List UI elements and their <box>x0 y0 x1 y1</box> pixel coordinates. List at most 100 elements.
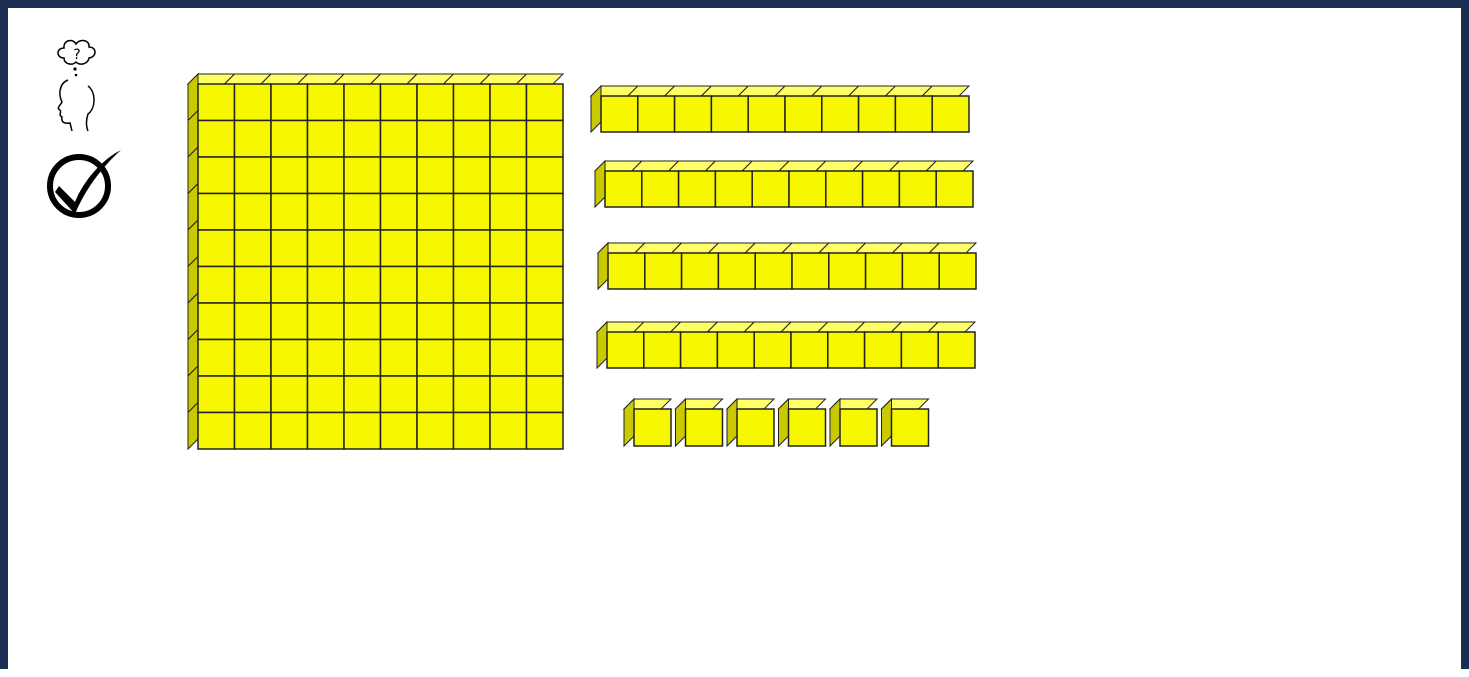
flat-unit-face <box>198 303 235 340</box>
flat-unit-face <box>198 267 235 304</box>
rod-unit-face <box>644 332 681 368</box>
flat-unit-face <box>198 121 235 158</box>
flat-unit-face <box>271 230 308 267</box>
flat-unit-face <box>198 413 235 450</box>
flat-unit-face <box>308 376 345 413</box>
flat-unit-face <box>417 376 454 413</box>
rod-unit-face <box>608 253 645 289</box>
flat-unit-face <box>344 194 381 231</box>
flat-unit-face <box>454 194 491 231</box>
rod-unit-face <box>754 332 791 368</box>
flat-unit-face <box>235 121 272 158</box>
tens-rod <box>597 322 975 368</box>
hundreds-flat <box>188 74 563 449</box>
flat-unit-face <box>381 157 418 194</box>
flat-unit-face <box>271 194 308 231</box>
ones-unit-cube <box>882 399 929 446</box>
tens-rod <box>598 243 976 289</box>
flat-unit-face <box>417 340 454 377</box>
flat-unit-face <box>381 84 418 121</box>
flat-unit-face <box>235 157 272 194</box>
flat-unit-face <box>235 267 272 304</box>
flat-unit-face <box>308 230 345 267</box>
flat-unit-face <box>417 230 454 267</box>
flat-unit-face <box>417 157 454 194</box>
rod-unit-face <box>715 171 752 207</box>
flat-unit-face <box>417 84 454 121</box>
flat-unit-face <box>454 303 491 340</box>
rod-unit-face <box>828 332 865 368</box>
flat-unit-face <box>271 376 308 413</box>
flat-unit-face <box>527 303 564 340</box>
rod-unit-face <box>939 253 976 289</box>
flat-unit-face <box>417 267 454 304</box>
flat-unit-face <box>235 413 272 450</box>
flat-unit-face <box>344 121 381 158</box>
rod-unit-face <box>859 96 896 132</box>
rod-unit-face <box>682 253 719 289</box>
flat-unit-face <box>308 121 345 158</box>
rod-unit-face <box>902 253 939 289</box>
flat-unit-face <box>198 340 235 377</box>
flat-unit-face <box>490 194 527 231</box>
flat-unit-face <box>454 230 491 267</box>
flat-unit-face <box>308 340 345 377</box>
flat-unit-face <box>417 121 454 158</box>
rod-unit-face <box>791 332 828 368</box>
rod-unit-face <box>607 332 644 368</box>
rod-unit-face <box>718 253 755 289</box>
rod-side-face <box>591 86 601 132</box>
flat-unit-face <box>235 303 272 340</box>
rod-unit-face <box>901 332 938 368</box>
flat-unit-face <box>235 194 272 231</box>
flat-unit-face <box>381 376 418 413</box>
flat-unit-face <box>344 84 381 121</box>
rod-unit-face <box>822 96 859 132</box>
flat-unit-face <box>490 84 527 121</box>
ones-unit-cube <box>779 399 826 446</box>
rod-unit-face <box>605 171 642 207</box>
flat-unit-face <box>490 230 527 267</box>
flat-unit-face <box>527 340 564 377</box>
flat-unit-face <box>271 84 308 121</box>
flat-unit-face <box>490 121 527 158</box>
rod-side-face <box>595 161 605 207</box>
flat-unit-face <box>454 121 491 158</box>
tens-rod <box>591 86 969 132</box>
flat-unit-face <box>454 157 491 194</box>
rod-unit-face <box>645 253 682 289</box>
flat-unit-face <box>344 267 381 304</box>
flat-unit-face <box>198 84 235 121</box>
ones-unit-cube <box>624 399 671 446</box>
flat-unit-face <box>198 376 235 413</box>
flat-unit-face <box>527 413 564 450</box>
rod-unit-face <box>826 171 863 207</box>
flat-unit-face <box>344 230 381 267</box>
flat-unit-face <box>527 267 564 304</box>
rod-unit-face <box>792 253 829 289</box>
flat-unit-face <box>271 340 308 377</box>
flat-unit-face <box>454 84 491 121</box>
flat-unit-face <box>235 84 272 121</box>
flat-unit-face <box>381 340 418 377</box>
flat-unit-face <box>417 303 454 340</box>
flat-unit-face <box>381 303 418 340</box>
ones-unit-cube <box>727 399 774 446</box>
flat-unit-face <box>198 230 235 267</box>
flat-unit-face <box>527 121 564 158</box>
flat-unit-face <box>235 340 272 377</box>
rod-unit-face <box>681 332 718 368</box>
rod-unit-face <box>936 171 973 207</box>
flat-unit-face <box>344 413 381 450</box>
rod-unit-face <box>785 96 822 132</box>
flat-unit-face <box>490 303 527 340</box>
rod-unit-face <box>866 253 903 289</box>
rod-side-face <box>598 243 608 289</box>
flat-unit-face <box>308 84 345 121</box>
rod-unit-face <box>679 171 716 207</box>
flat-unit-face <box>490 340 527 377</box>
rod-unit-face <box>895 96 932 132</box>
flat-unit-face <box>271 121 308 158</box>
flat-unit-face <box>527 157 564 194</box>
